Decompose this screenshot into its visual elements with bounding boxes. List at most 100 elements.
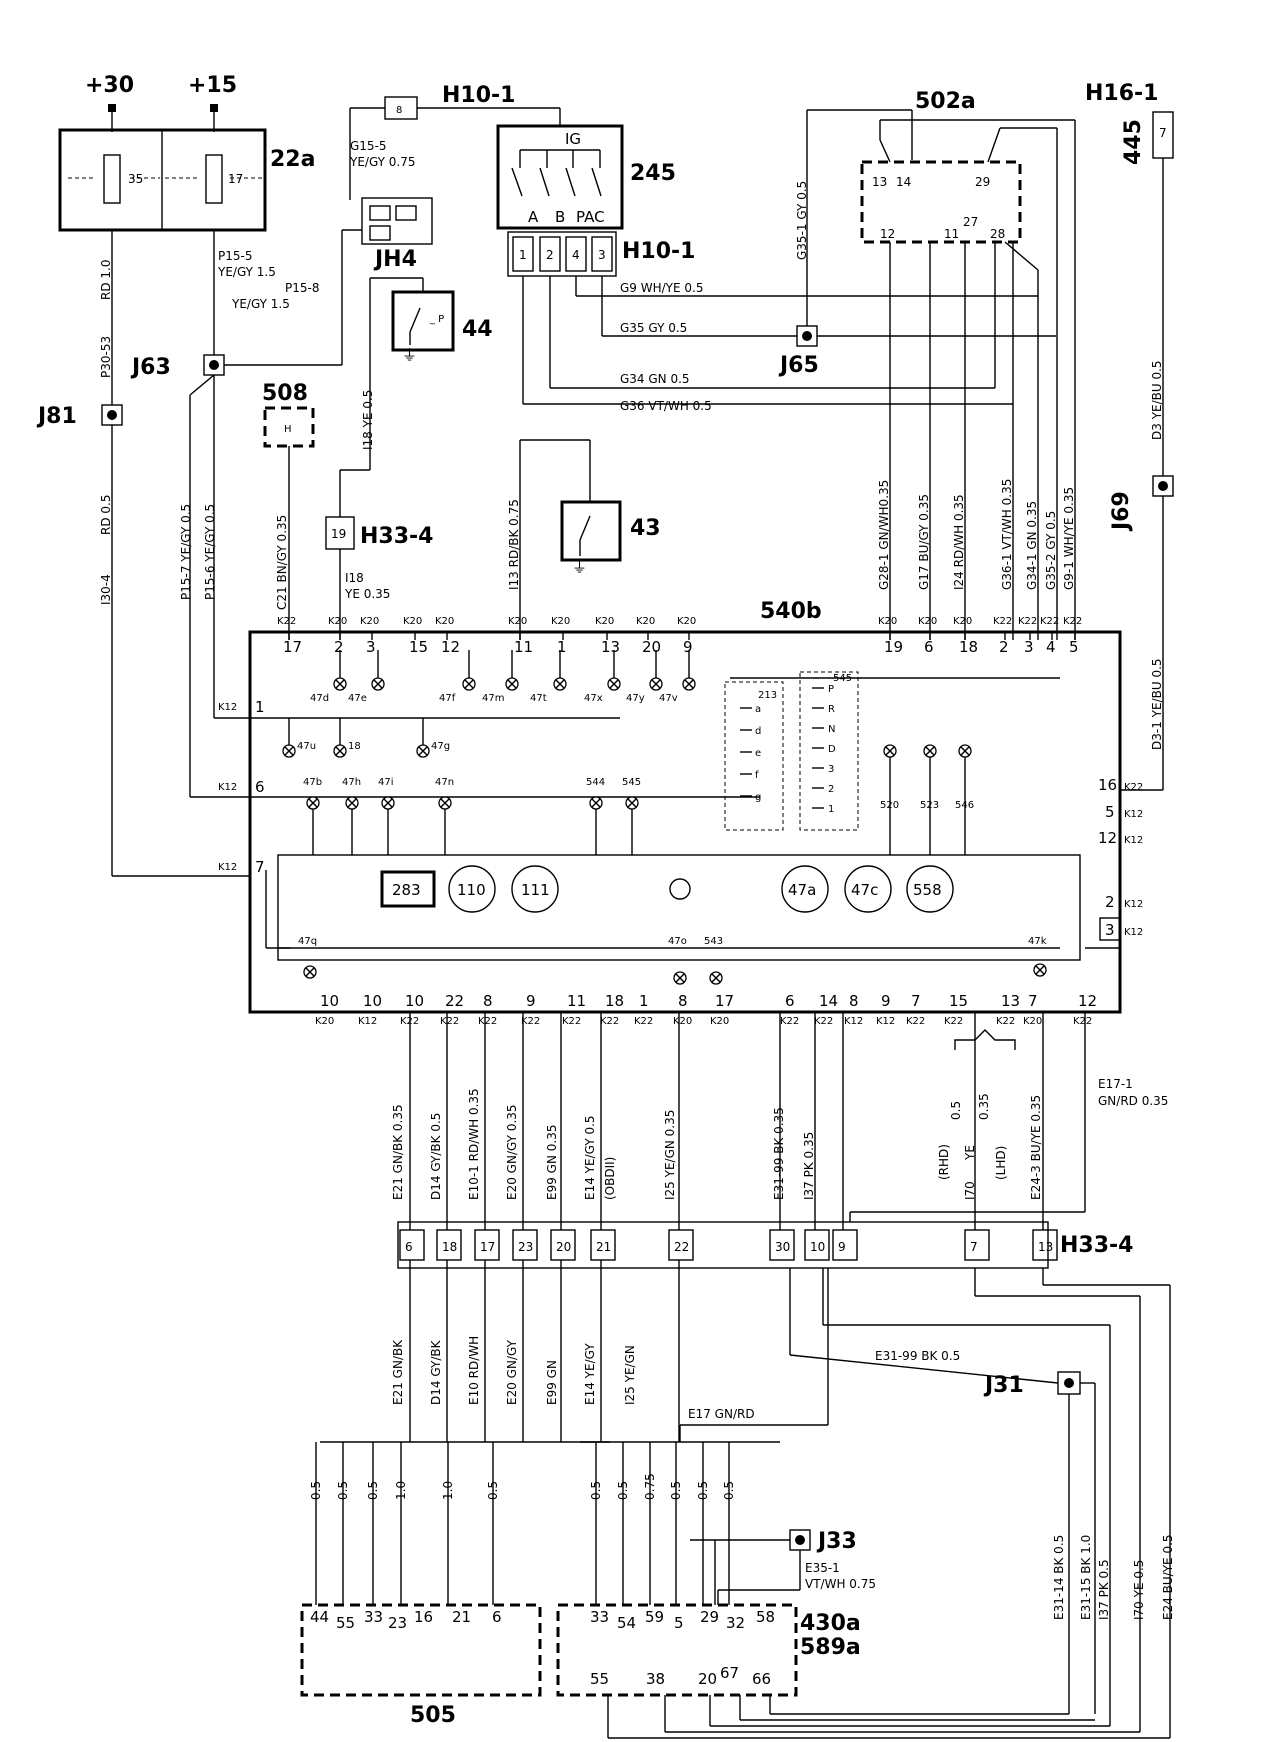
- cluster-bot-conn: K22: [478, 1016, 497, 1027]
- cluster-bot-conn: K12: [844, 1016, 863, 1027]
- svg-text:19: 19: [331, 527, 346, 541]
- cluster-top-conn: K22: [993, 616, 1012, 627]
- svg-text:E21 GN/BK 0.35: E21 GN/BK 0.35: [391, 1104, 405, 1200]
- lamp-label: 47g: [431, 741, 450, 752]
- svg-text:12: 12: [1098, 829, 1117, 847]
- lamp-label: 47f: [439, 693, 456, 704]
- connector-430a-pin: 67: [720, 1664, 739, 1682]
- cluster-top-conn: K22: [1018, 616, 1037, 627]
- fuse-box-label: 22a: [270, 147, 315, 172]
- wire-g35-2: G35-2 GY 0.5: [1044, 511, 1058, 590]
- wire-p15-5-color: YE/GY 1.5: [217, 265, 276, 279]
- cluster-bot-pin: 9: [526, 992, 536, 1010]
- lamp-label: 47v: [659, 693, 678, 704]
- transistor-icon: [669, 878, 691, 900]
- svg-text:E17-1: E17-1: [1098, 1077, 1133, 1091]
- c505-label: 505: [410, 1703, 456, 1728]
- h10-mid-connector: [507, 231, 617, 277]
- svg-text:YE: YE: [963, 1145, 977, 1161]
- cluster-top-conn: K20: [595, 616, 614, 627]
- cluster-top-pin: 9: [683, 638, 693, 656]
- gauge-47a: [781, 865, 829, 913]
- connector-430a: [556, 1603, 798, 1697]
- svg-text:H: H: [284, 424, 292, 435]
- gauge-111: [511, 865, 559, 913]
- svg-text:2: 2: [1105, 893, 1115, 911]
- cluster-bot-conn: K22: [440, 1016, 459, 1027]
- connector-505: [300, 1603, 542, 1697]
- supply-30-label: +30: [85, 73, 134, 98]
- wire-g28: G28-1 GN/WH0.35: [877, 480, 891, 590]
- svg-text:K22: K22: [1124, 782, 1143, 793]
- cluster-top-pin: 3: [1024, 638, 1034, 656]
- cluster-bot-conn: K22: [1073, 1016, 1092, 1027]
- svg-text:7: 7: [255, 858, 265, 876]
- cluster-top-pin: 12: [441, 638, 460, 656]
- wire-i30-4: I30-4: [99, 574, 113, 605]
- wire-rd05: RD 0.5: [99, 495, 113, 535]
- svg-text:29: 29: [975, 175, 990, 189]
- cluster-top-pin: 1: [557, 638, 567, 656]
- cluster-top-pin: 3: [366, 638, 376, 656]
- h33-4-pin-box: [668, 1229, 694, 1261]
- wire-e17: E17 GN/RD: [688, 1407, 755, 1421]
- h33-4-pin-box: [512, 1229, 538, 1261]
- connector-505-pin: 16: [414, 1608, 433, 1626]
- cluster-top-conn: K20: [551, 616, 570, 627]
- svg-text:12: 12: [880, 227, 895, 241]
- h33-4-pin: 20: [556, 1240, 571, 1254]
- cluster-bot-pin: 12: [1078, 992, 1097, 1010]
- svg-text:16: 16: [1098, 776, 1117, 794]
- wire-g15-5-color: YE/GY 0.75: [349, 155, 416, 169]
- svg-text:E10-1 RD/WH 0.35: E10-1 RD/WH 0.35: [467, 1088, 481, 1200]
- svg-text:_ P: _ P: [429, 314, 444, 325]
- svg-text:I25 YE/GN 0.35: I25 YE/GN 0.35: [663, 1110, 677, 1200]
- h33-4-pin: 30: [775, 1240, 790, 1254]
- svg-text:K12: K12: [1124, 835, 1143, 846]
- connector-430a-pin: 32: [726, 1614, 745, 1632]
- mid-wire-lines: [409, 1012, 1044, 1230]
- cluster-top-conn: K20: [878, 616, 897, 627]
- svg-text:6: 6: [255, 778, 265, 796]
- ig-label: IG: [565, 130, 581, 148]
- lamp-label: 47m: [482, 693, 504, 704]
- c430-label-2: 589a: [800, 1635, 861, 1660]
- cluster-top-conn: K20: [918, 616, 937, 627]
- cluster-top-conn: K22: [277, 616, 296, 627]
- selector-right-item: 3: [828, 764, 834, 775]
- svg-text:E99 GN: E99 GN: [545, 1360, 559, 1405]
- low-wire-lines: [409, 1260, 680, 1442]
- cluster-bot-pin: 6: [785, 992, 795, 1010]
- svg-text:0.5: 0.5: [949, 1101, 963, 1120]
- svg-text:E35-1: E35-1: [805, 1561, 840, 1575]
- cluster-bot-pin: 17: [715, 992, 734, 1010]
- cluster-top-conn: K20: [328, 616, 347, 627]
- cluster-bot-conn: K22: [600, 1016, 619, 1027]
- wire-c21: C21 BN/GY 0.35: [275, 515, 289, 610]
- h33-4-pin: 23: [518, 1240, 533, 1254]
- wire-e31-99: E31-99 BK 0.5: [875, 1349, 960, 1363]
- svg-text:1: 1: [255, 698, 265, 716]
- svg-text:E20 GN/GY 0.35: E20 GN/GY 0.35: [505, 1104, 519, 1200]
- cluster-top-conn: K22: [1063, 616, 1082, 627]
- h33-4-pin-box: [590, 1229, 616, 1261]
- h33-4-pin-box: [769, 1229, 795, 1261]
- selector-right-item: N: [828, 724, 835, 735]
- cluster-bot-pin: 9: [881, 992, 891, 1010]
- svg-text:E14 YE/GY 0.5: E14 YE/GY 0.5: [583, 1115, 597, 1200]
- wire-d3-top: D3 YE/BU 0.5: [1150, 360, 1164, 440]
- selector-545: [799, 671, 859, 831]
- wire-g9-1: G9-1 WH/YE 0.35: [1062, 487, 1076, 590]
- svg-text:213: 213: [758, 690, 777, 701]
- wire-p15-6: P15-6 YE/GY 0.5: [203, 504, 217, 600]
- supply-15-label: +15: [188, 73, 237, 98]
- svg-text:D14 GY/BK: D14 GY/BK: [429, 1339, 443, 1405]
- svg-text:E21 GN/BK: E21 GN/BK: [391, 1339, 405, 1405]
- h33-4-pin: 18: [442, 1240, 457, 1254]
- cluster-bot-conn: K12: [358, 1016, 377, 1027]
- wire-p15-8: P15-8: [285, 281, 319, 295]
